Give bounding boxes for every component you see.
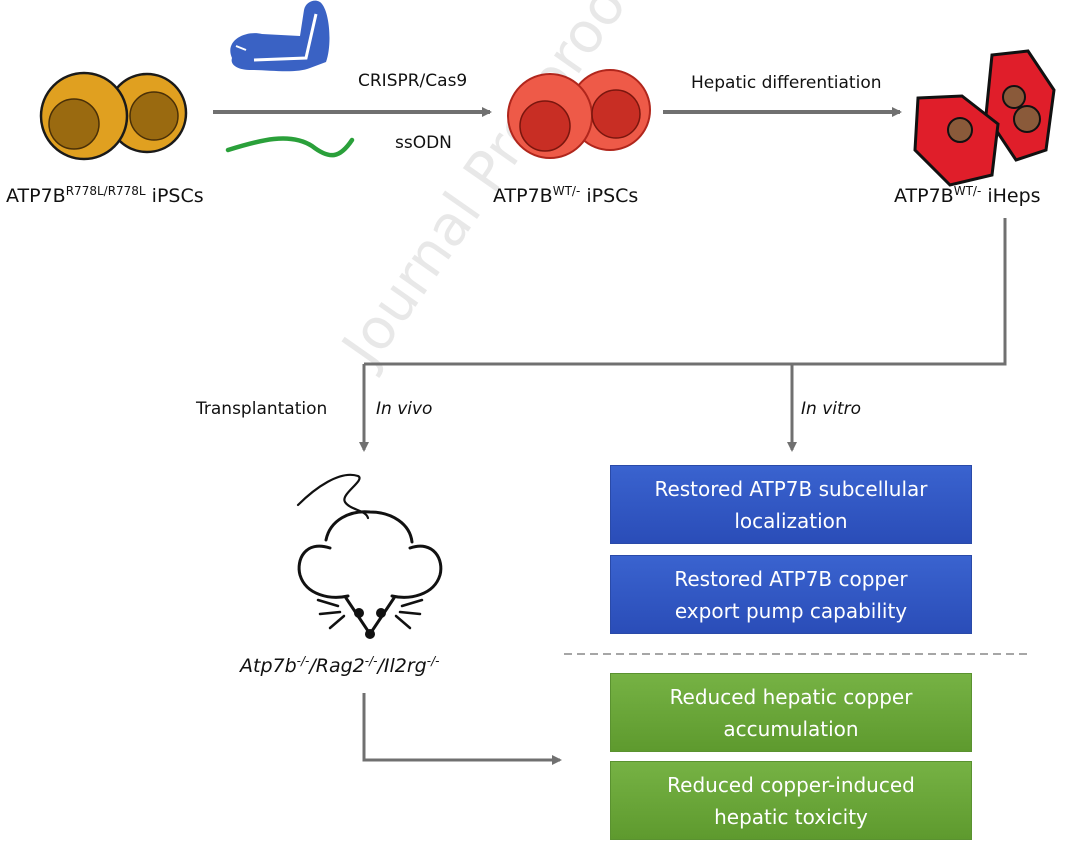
label-corrected-ipscs: ATP7BWT/- iPSCs: [493, 184, 638, 207]
corrected-ipsc-cells-icon: [507, 69, 651, 159]
outcome-text-line: accumulation: [723, 716, 859, 741]
genotype-superscript: WT/-: [953, 184, 982, 198]
outcome-text-line: Restored ATP7B subcellular: [654, 476, 928, 501]
gene-name: ATP7B: [894, 185, 954, 207]
label-mutant-ipscs: ATP7BR778L/R778L iPSCs: [6, 184, 204, 207]
cell-type: iPSCs: [580, 185, 639, 207]
outcome-text-line: localization: [734, 508, 848, 533]
hepatocyte-cells-icon: [913, 49, 1056, 187]
label-iheps: ATP7BWT/- iHeps: [894, 184, 1041, 207]
arrow-in-vivo-outcomes: [362, 693, 562, 765]
cell-type: iPSCs: [145, 185, 204, 207]
outcome-box-subcellular-localization: Restored ATP7B subcellular localization: [610, 465, 972, 544]
label-transplantation: Transplantation: [196, 399, 328, 419]
label-crispr: CRISPR/Cas9: [358, 71, 468, 91]
label-in-vitro: In vitro: [801, 399, 862, 419]
outcome-box-copper-accumulation: Reduced hepatic copper accumulation: [610, 673, 972, 752]
branch-connector: [364, 218, 1007, 366]
label-mouse-model: Atp7b-/-/Rag2-/-/Il2rg-/-: [240, 654, 439, 677]
outcome-text-line: export pump capability: [674, 598, 908, 623]
outcome-text-line: Reduced hepatic copper: [669, 684, 913, 709]
ssodn-icon: [225, 136, 355, 158]
cas9-protein-icon: [230, 0, 330, 72]
gene-rag2: /Rag2: [309, 655, 365, 677]
gene-atp7b: Atp7b: [240, 655, 297, 677]
gene-il2rg: /Il2rg: [377, 655, 427, 677]
mutant-ipsc-cells-icon: [39, 71, 188, 161]
mouse-icon: [296, 473, 443, 639]
outcome-text-line: Reduced copper-induced: [667, 772, 915, 797]
genotype-superscript: -/-: [296, 654, 310, 668]
genotype-superscript: R778L/R778L: [65, 184, 146, 198]
genotype-superscript: -/-: [364, 654, 378, 668]
outcome-box-hepatic-toxicity: Reduced copper-induced hepatic toxicity: [610, 761, 972, 840]
outcome-text-line: Restored ATP7B copper: [674, 566, 908, 591]
genotype-superscript: WT/-: [552, 184, 581, 198]
gene-name: ATP7B: [6, 185, 66, 207]
outcome-box-copper-export: Restored ATP7B copper export pump capabi…: [610, 555, 972, 634]
label-in-vivo: In vivo: [376, 399, 433, 419]
cell-type: iHeps: [981, 185, 1041, 207]
outcome-text-line: hepatic toxicity: [714, 804, 868, 829]
label-hepatic-differentiation: Hepatic differentiation: [691, 73, 882, 93]
label-ssodn: ssODN: [395, 133, 452, 153]
gene-name: ATP7B: [493, 185, 553, 207]
genotype-superscript: -/-: [426, 654, 440, 668]
